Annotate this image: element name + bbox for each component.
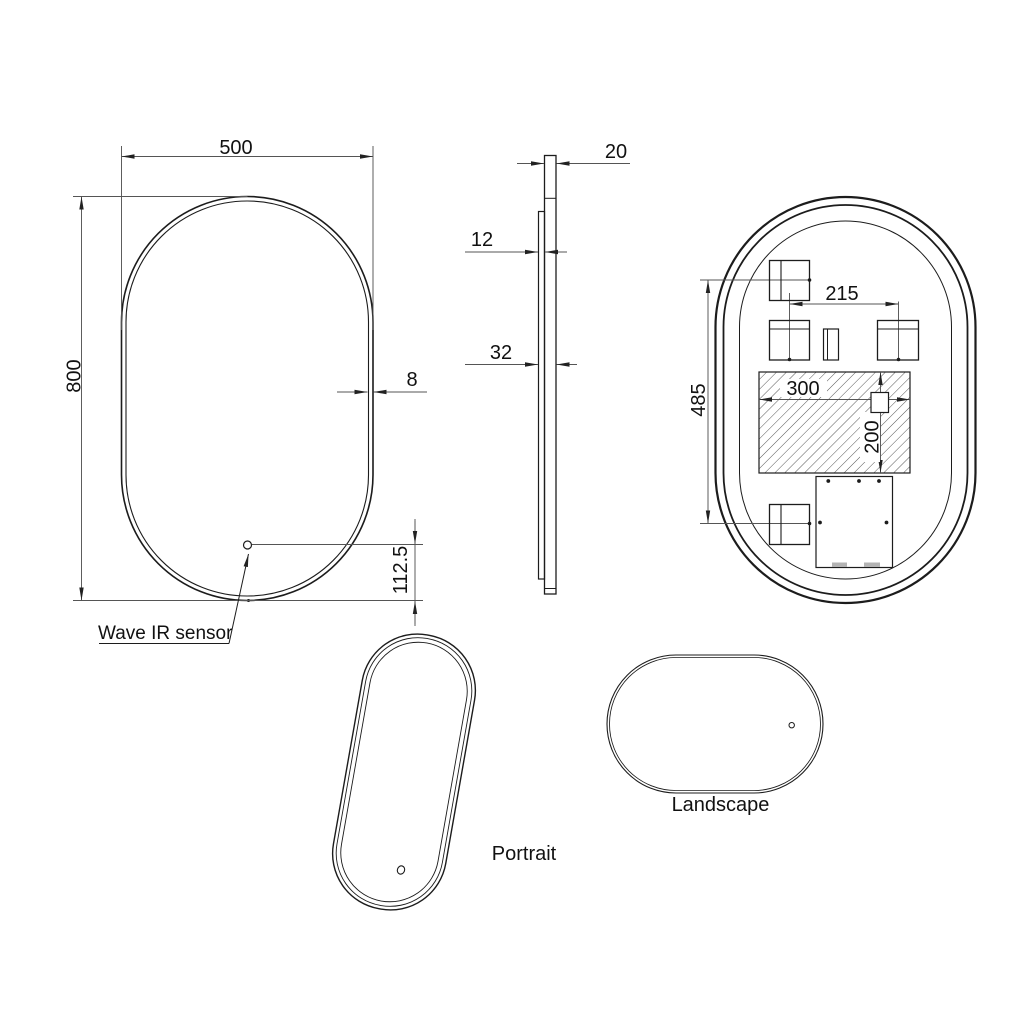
- junction-box-foot-right: [864, 562, 880, 567]
- dim-sensor-offset-value: 112.5: [390, 546, 412, 595]
- dim-frame-depth: 20: [517, 141, 630, 166]
- dim-front-width: 500: [121, 137, 374, 330]
- dim-frame-depth-value: 20: [605, 141, 627, 163]
- dim-driver-width-value: 300: [786, 378, 819, 400]
- sensor-callout: Wave IR sensor: [98, 553, 249, 644]
- dim-driver-width: 300: [759, 378, 910, 402]
- dim-bracket-vertical-value: 485: [688, 383, 710, 416]
- dim-sensor-offset: 112.5: [252, 519, 423, 626]
- front-outer-frame-outline: [120, 195, 374, 602]
- junction-box-foot-left: [832, 562, 847, 567]
- dim-front-width-value: 500: [219, 137, 252, 159]
- dim-driver-height: 200: [860, 372, 884, 473]
- front-inner-frame-outline: [125, 200, 370, 597]
- dim-total-depth-value: 32: [490, 342, 512, 364]
- bracket-top: [768, 259, 811, 302]
- bracket-bottom: [768, 503, 811, 546]
- landscape-label: Landscape: [672, 794, 770, 816]
- dim-bracket-horizontal: 215: [787, 283, 901, 362]
- landscape-sensor-circle: [788, 722, 795, 729]
- dim-front-height: 800: [64, 196, 423, 601]
- back-view: 485 215 30: [688, 195, 977, 605]
- dim-total-depth: 32: [465, 342, 577, 367]
- dim-bracket-vertical: 485: [688, 278, 812, 526]
- back-outer-outline: [714, 195, 977, 605]
- dim-frame-thickness-value: 8: [406, 369, 417, 391]
- back-panel-outline: [739, 220, 952, 580]
- portrait-view: Portrait: [331, 633, 557, 911]
- dim-front-height-value: 800: [64, 359, 86, 392]
- dim-back-panel-value: 12: [471, 229, 493, 251]
- driver-connector-box: [870, 391, 890, 414]
- bracket-mid-left: [768, 319, 811, 361]
- front-ir-sensor-circle: [242, 540, 253, 550]
- dim-back-panel: 12: [465, 229, 567, 255]
- dim-frame-thickness: 8: [337, 369, 427, 395]
- dim-driver-height-value: 200: [862, 420, 884, 453]
- portrait-sensor-circle: [396, 865, 406, 875]
- side-frame-profile: [543, 154, 557, 595]
- junction-box: [815, 475, 894, 569]
- bracket-mid-right: [876, 319, 920, 361]
- dim-bracket-horizontal-value: 215: [825, 283, 858, 305]
- sensor-callout-label: Wave IR sensor: [98, 623, 233, 644]
- mounting-brackets: [768, 259, 920, 546]
- side-back-panel: [537, 210, 546, 580]
- landscape-view: Landscape: [606, 654, 824, 816]
- center-clip: [822, 328, 840, 361]
- back-frame-outline: [722, 204, 969, 596]
- portrait-label: Portrait: [492, 843, 557, 865]
- side-view: 20 12 32: [465, 141, 630, 595]
- front-view: 500 800 8 112.5 Wave IR sensor: [64, 137, 427, 644]
